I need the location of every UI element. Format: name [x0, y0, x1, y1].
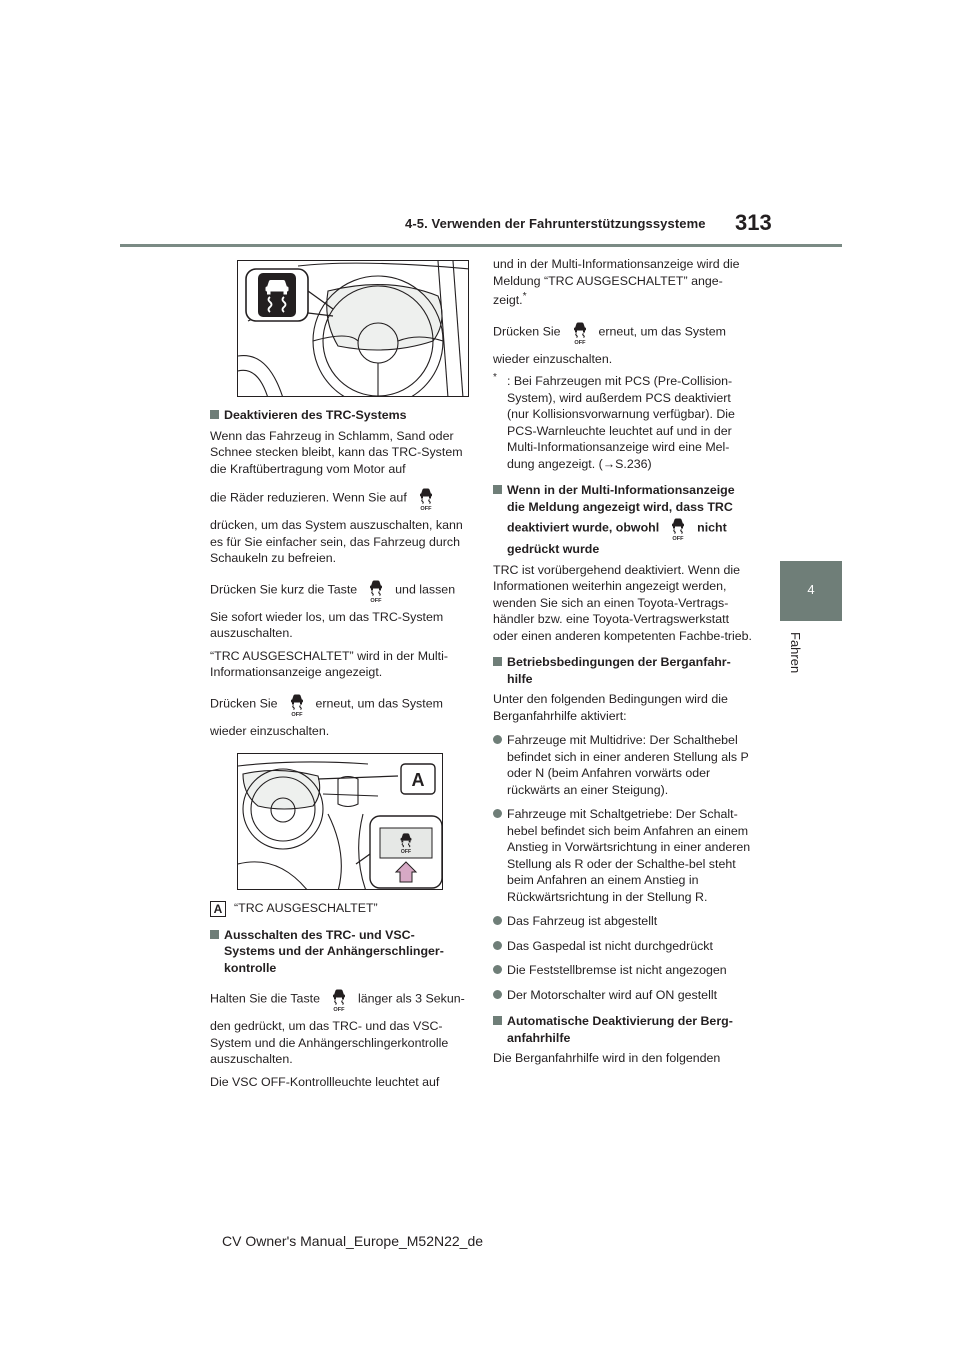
paragraph: wieder einzuschalten. [210, 723, 330, 738]
figure-caption: A“TRC AUSGESCHALTET” [210, 900, 465, 917]
left-column: Deaktivieren des TRC-Systems Wenn das Fa… [210, 260, 469, 1096]
paragraph: und in der Multi-Informationsanzeige wir… [493, 257, 740, 308]
section-title: 4-5. Verwenden der Fahrunterstützungssys… [405, 216, 706, 231]
header-divider [120, 244, 842, 247]
heading-deactivate-trc: Deaktivieren des TRC-Systems [210, 407, 465, 424]
trc-off-button-icon [569, 319, 591, 345]
page-number: 313 [735, 210, 772, 235]
list-item: Fahrzeuge mit Multidrive: Der Schalthebe… [493, 732, 755, 798]
paragraph: Die VSC OFF-Kontrollleuchte leuchtet auf [210, 1074, 440, 1089]
paragraph: Wenn das Fahrzeug in Schlamm, Sand oder … [210, 428, 463, 476]
chapter-number: 4 [807, 582, 815, 597]
dashboard-illustration [238, 261, 468, 396]
heading-hill-start-auto-disable: Automatische Deaktivierung der Berg-anfa… [493, 1013, 755, 1046]
list-item: Das Fahrzeug ist abgestellt [493, 913, 755, 930]
paragraph: drücken, um das System auszuschalten, ka… [210, 518, 463, 565]
list-item: Das Gaspedal ist nicht durchgedrückt [493, 938, 755, 955]
paragraph: “TRC AUSGESCHALTET” wird in der Multi-In… [210, 648, 448, 680]
right-column: und in der Multi-Informationsanzeige wir… [493, 256, 755, 1073]
heading-trc-message: Wenn in der Multi-Informationsanzeige di… [493, 482, 755, 558]
trc-off-button-icon [328, 986, 350, 1012]
chapter-tab[interactable]: 4 [780, 561, 842, 621]
footnote: *: Bei Fahrzeugen mit PCS (Pre-Collision… [493, 372, 735, 471]
list-item: Fahrzeuge mit Schaltgetriebe: Der Schalt… [493, 806, 755, 905]
footer-text: CV Owner's Manual_Europe_M52N22_de [222, 1233, 484, 1249]
paragraph: den gedrückt, um das TRC- und das VSC-Sy… [210, 1019, 449, 1067]
dashboard-figure-trc-indicator [237, 260, 469, 397]
cockpit-illustration: A [238, 761, 442, 889]
trc-off-button-icon [415, 485, 437, 511]
trc-off-button-icon [286, 691, 308, 717]
callout-label-a: A [210, 900, 226, 917]
paragraph-with-icon: die Räder reduzieren. Wenn Sie auf [210, 485, 465, 511]
paragraph: wieder einzuschalten. [493, 351, 613, 366]
heading-hill-start-conditions: Betriebsbedingungen der Berganfahr-hilfe [493, 654, 755, 687]
paragraph: TRC ist vorübergehend deaktiviert. Wenn … [493, 562, 752, 643]
list-item: Der Motorschalter wird auf ON gestellt [493, 987, 755, 1004]
callout-label-a: A [412, 770, 425, 790]
heading-disable-trc-vsc: Ausschalten des TRC- und VSC-Systems und… [210, 927, 465, 977]
paragraph: Unter den folgenden Bedingungen wird die… [493, 692, 728, 723]
trc-off-button-icon [667, 515, 689, 541]
chapter-label: Fahren [788, 632, 803, 674]
dashboard-figure-trc-button: A [237, 753, 443, 890]
paragraph: Die Berganfahrhilfe wird in den folgende… [493, 1051, 721, 1066]
trc-off-button-icon [365, 577, 387, 603]
list-item: Die Feststellbremse ist nicht angezogen [493, 962, 755, 979]
paragraph: Sie sofort wieder los, um das TRC-System… [210, 609, 444, 641]
